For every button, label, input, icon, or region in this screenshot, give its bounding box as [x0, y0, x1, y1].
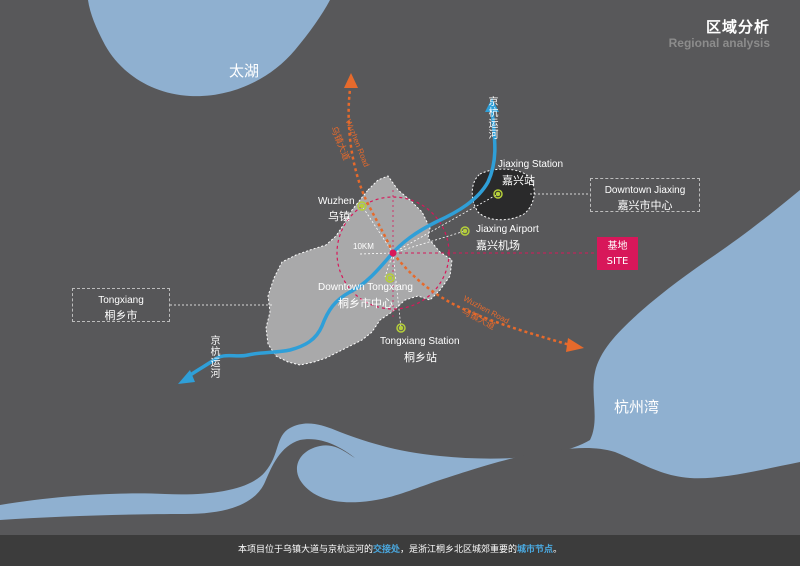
hangzhou-bay: [0, 190, 800, 535]
tongxiang-box-en: Tongxiang: [98, 295, 144, 306]
hangzhou-bay-label: 杭州湾: [614, 398, 660, 416]
jiaxing-airport-label-cn: 嘉兴机场: [476, 239, 520, 252]
footer-highlight-1: 交接处: [372, 545, 400, 555]
taihu-label: 太湖: [229, 62, 260, 80]
grand-canal: [184, 108, 497, 380]
wuzhen-road-north: [347, 81, 395, 254]
tongxiang-station-label-cn: 桐乡站: [404, 351, 437, 364]
jiaxing-station-label-en: Jiaxing Station: [498, 159, 564, 170]
road-arrow-north: [344, 73, 358, 88]
site-badge-cn: 基地: [607, 241, 628, 252]
road-arrow-east: [566, 338, 584, 352]
tongxiang-station-label-en: Tongxiang Station: [380, 336, 460, 347]
radius-label: 10KM: [353, 242, 374, 251]
downtown-jiaxing-box-cn: 嘉兴市中心: [617, 199, 673, 212]
footer-text-2: ，是浙江桐乡北区城郊重要的: [399, 545, 517, 555]
footer-caption: 本项目位于乌镇大道与京杭运河的交接处，是浙江桐乡北区城郊重要的城市节点。: [0, 535, 800, 566]
canal-arrow-south: [178, 370, 195, 384]
downtown-tongxiang-label-en: Downtown Tongxiang: [318, 282, 413, 293]
tongxiang-box: Tongxiang 桐乡市: [72, 288, 170, 322]
tongxiang-box-cn: 桐乡市: [104, 309, 138, 322]
wuzhen-label-en: Wuzhen: [318, 196, 355, 207]
canal-label-north: 京杭运河: [488, 97, 499, 141]
page-subtitle: Regional analysis: [668, 36, 770, 50]
taihu-lake: [88, 0, 330, 97]
south-land: [0, 439, 800, 535]
site-point: [389, 249, 397, 257]
footer-text-3: 。: [553, 545, 563, 555]
canal-arrow-north: [485, 98, 499, 112]
site-badge-en: SITE: [606, 256, 629, 267]
site-badge: 基地 SITE: [597, 237, 638, 270]
downtown-jiaxing-box: Downtown Jiaxing 嘉兴市中心: [590, 178, 700, 212]
footer-highlight-2: 城市节点: [517, 545, 554, 555]
station-markers: [357, 189, 503, 333]
downtown-jiaxing-box-en: Downtown Jiaxing: [604, 185, 686, 196]
canal-label-south: 京杭运河: [210, 336, 221, 380]
jiaxing-airport-label-en: Jiaxing Airport: [476, 224, 539, 235]
downtown-tongxiang-label-cn: 桐乡市中心: [338, 297, 393, 310]
jiaxing-station-label-cn: 嘉兴站: [502, 174, 535, 187]
connector-lines: [170, 193, 590, 329]
wuzhen-label-cn: 乌镇: [328, 210, 350, 223]
footer-text-1: 本项目位于乌镇大道与京杭运河的: [237, 545, 373, 555]
page-title: 区域分析: [705, 18, 770, 36]
